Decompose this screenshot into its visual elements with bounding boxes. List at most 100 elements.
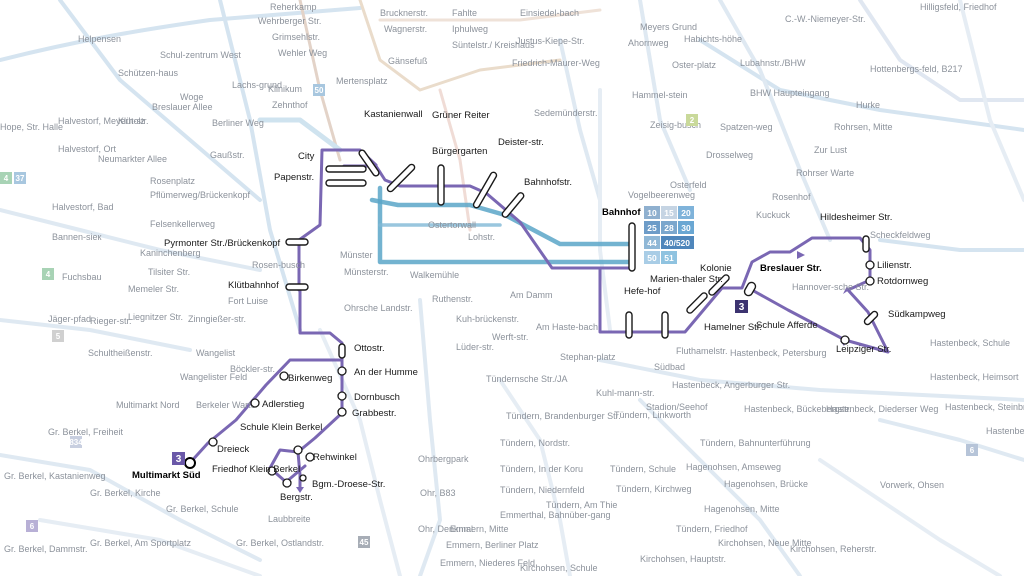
line-3-badge [172, 452, 185, 465]
stop-adlerstieg-marker[interactable] [250, 398, 260, 408]
background-stop-label: Wagnerstr. [384, 24, 427, 34]
bg-line [638, 0, 692, 192]
stop-bergstr-marker[interactable] [282, 478, 292, 488]
bg-line [698, 38, 1024, 132]
hub-tile [661, 236, 694, 249]
background-stop-label: Kirchohsen, Reherstr. [790, 544, 877, 554]
stop-gruener-reiter-marker[interactable] [386, 163, 416, 193]
stop-schule-klein-berkel-marker[interactable] [293, 445, 303, 455]
hub-tile [644, 221, 660, 234]
stop-papenstr-marker[interactable] [325, 179, 367, 187]
bg-line [878, 418, 1024, 462]
stop-deisterstr-marker[interactable] [472, 171, 498, 209]
stop-city-marker[interactable] [325, 165, 367, 173]
hub-tile-label: 40/520 [664, 238, 690, 248]
stop-birkenweg-marker[interactable] [279, 371, 289, 381]
background-stop-label: BHW Haupteingang [750, 88, 830, 98]
stop-suedkampweg-marker[interactable] [863, 310, 879, 326]
background-stop-label: Fluthamelstr. [676, 346, 728, 356]
background-stop-label: Rohrser Warte [796, 168, 854, 178]
route-segment [342, 164, 634, 270]
stop-kluetbahnhof-marker[interactable] [285, 283, 309, 291]
stop-lilienstr-marker[interactable] [865, 260, 875, 270]
stop-label-rehwinkel: Rehwinkel [313, 452, 357, 463]
bg-line [58, 0, 262, 202]
background-stop-label: Gr. Berkel, Freiheit [48, 427, 124, 437]
background-stop-label: Am Damm [510, 290, 553, 300]
bg-line [718, 0, 832, 242]
stop-rotdornweg-marker[interactable] [865, 276, 875, 286]
background-stop-label: Emmern, Niederes Feld [440, 558, 535, 568]
stop-label-hefehof: Hefe-hof [624, 286, 661, 297]
background-stop-label: Stadion/Seehof [646, 402, 708, 412]
background-stop-label: Emmern, Berliner Platz [446, 540, 539, 550]
background-stop-label: Lachs-grund [232, 80, 282, 90]
stop-marienthaler-marker[interactable] [661, 311, 669, 339]
background-stop-label: Liegnitzer Str. [128, 312, 183, 322]
background-stop-label: Tündern, Friedhof [676, 524, 748, 534]
hub-bahnhof-marker[interactable] [628, 222, 636, 272]
stop-label-schule-afferde: Schule Afferde [756, 320, 818, 331]
stop-leipziger-marker[interactable] [840, 335, 850, 345]
background-stop-label: Hastenbeck, Angerburger Str. [672, 380, 790, 390]
background-line-chip [70, 436, 82, 448]
stop-rehwinkel-marker[interactable] [305, 452, 315, 462]
terminal-label-multimarkt: Multimarkt Süd [132, 470, 201, 481]
background-stop-label: Woge [180, 92, 203, 102]
background-stop-label: Kaninchenberg [140, 248, 201, 258]
stop-label-city: City [298, 151, 315, 162]
background-stop-label: Münsterstr. [344, 267, 389, 277]
stop-bgm-droese-marker[interactable] [299, 474, 307, 482]
background-stop-label: Meyers Grund [640, 22, 697, 32]
terminal-breslauer-marker[interactable] [743, 281, 757, 297]
background-stop-label: Ostertorwall [428, 220, 476, 230]
stop-dornbusch-marker[interactable] [337, 391, 347, 401]
stop-hildesheimer-marker[interactable] [862, 235, 870, 253]
stop-hamelner-marker[interactable] [686, 292, 709, 315]
stop-pyrmonter-marker[interactable] [285, 238, 309, 246]
background-stop-label: Gaußstr. [210, 150, 245, 160]
background-stop-label: Werft-str. [492, 332, 528, 342]
background-stop-label: Hastenbeck [986, 426, 1024, 436]
background-stop-label: Kirchohsen, Neue Mitte [718, 538, 812, 548]
background-stop-label: Vorwerk, Ohsen [880, 480, 944, 490]
hub-tile [644, 206, 660, 219]
stop-label-schule-klein-berkel: Schule Klein Berkel [240, 422, 322, 433]
stop-label-hildesheimer: Hildesheimer Str. [820, 212, 892, 223]
stop-markers [184, 149, 879, 488]
stop-dreieck-marker[interactable] [208, 437, 218, 447]
hub-tile-label: 51 [664, 253, 674, 263]
background-stop-label: Pflümerweg/Brückenkopf [150, 190, 251, 200]
background-stop-label: Hastenbeck, Petersburg [730, 348, 827, 358]
hub-tile-label: 20 [681, 208, 691, 218]
background-stop-label: Hastenbeck, Heimsort [930, 372, 1019, 382]
stop-kastanienwall-marker[interactable] [358, 149, 380, 177]
hub-tile [661, 251, 677, 264]
background-stop-label: Kuhl-mann-str. [596, 388, 655, 398]
stop-ottostr-marker[interactable] [338, 343, 346, 359]
background-stop-label: Ohrsche Landstr. [344, 303, 413, 313]
background-line-chip-label: 4 [4, 174, 9, 183]
stop-buergergarten-marker[interactable] [437, 164, 445, 206]
background-stop-label: Zehnthof [272, 100, 308, 110]
stop-friedhof-marker[interactable] [267, 466, 277, 476]
background-stop-label: Münster [340, 250, 373, 260]
background-stop-label: Kuckuck [756, 210, 791, 220]
stop-kolonie-marker[interactable] [708, 274, 731, 297]
stop-bahnhofstr-marker[interactable] [501, 192, 525, 219]
background-line-chip-label: 4 [46, 270, 51, 279]
hub-tile [661, 206, 677, 219]
stop-an-der-humme-marker[interactable] [337, 366, 347, 376]
background-stop-label: Iphulweg [452, 24, 488, 34]
stop-label-dornbusch: Dornbusch [354, 392, 400, 403]
terminal-multimarkt-marker[interactable] [184, 457, 196, 469]
background-stop-label: Tündern, In der Koru [500, 464, 583, 474]
stop-grabbestr-marker[interactable] [337, 407, 347, 417]
bg-line [878, 238, 1024, 252]
stop-hefehof-marker[interactable] [625, 311, 633, 339]
background-stop-label: Hammel-stein [632, 90, 688, 100]
